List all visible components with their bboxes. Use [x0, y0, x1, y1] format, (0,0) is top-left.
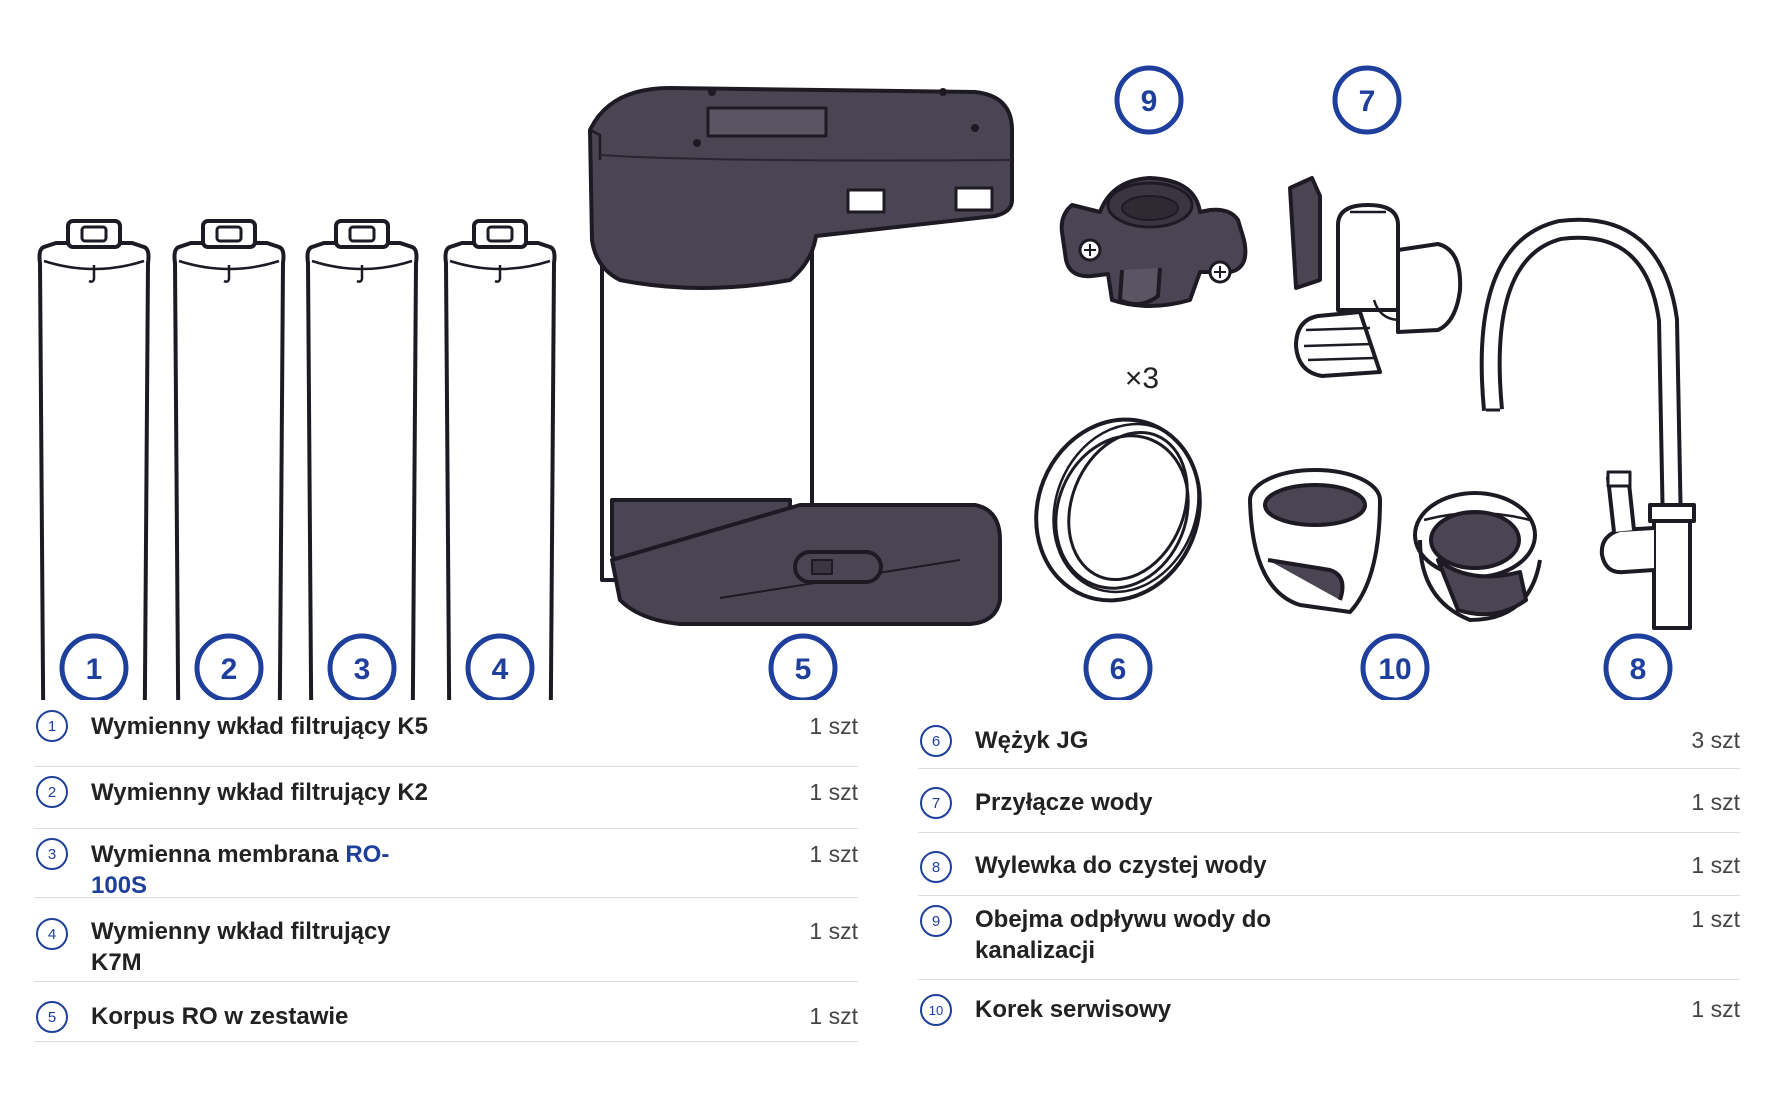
- membrane-model-link[interactable]: RO-100S: [91, 841, 390, 899]
- item-number-badge: 6: [920, 725, 952, 757]
- item-quantity: 3 szt: [1691, 727, 1740, 753]
- item-name: Przyłącze wody: [975, 789, 1153, 816]
- cartridge-k7m-image: [443, 219, 557, 700]
- list-item: 10 Korek serwisowy 1 szt: [918, 980, 1740, 1030]
- item-quantity: 1 szt: [809, 779, 858, 805]
- list-item: 5 Korpus RO w zestawie 1 szt: [34, 982, 858, 1042]
- svg-text:1: 1: [86, 653, 103, 686]
- svg-text:9: 9: [1141, 85, 1158, 118]
- item-quantity: 1 szt: [809, 918, 858, 944]
- svg-text:8: 8: [1630, 653, 1647, 686]
- item-number-badge: 7: [920, 787, 952, 819]
- parts-illustration: 1 2 3 4 5 6 7 8 9 10 ×3: [37, 65, 1696, 700]
- item-quantity: 1 szt: [809, 713, 858, 739]
- parts-list-left: 1 Wymienny wkład filtrujący K5 1 szt 2 W…: [34, 700, 858, 1042]
- item-quantity: 1 szt: [809, 841, 858, 867]
- list-item: 8 Wylewka do czystej wody 1 szt: [918, 833, 1740, 896]
- list-item: 6 Wężyk JG 3 szt: [918, 715, 1740, 769]
- service-plug-image: [1248, 468, 1542, 622]
- membrane-ro100s-image: [305, 219, 419, 700]
- drain-clamp-image: [1059, 176, 1248, 308]
- item-number-badge: 9: [920, 905, 952, 937]
- ro-housing-image: [588, 86, 1014, 626]
- item-quantity: 1 szt: [809, 1003, 858, 1029]
- svg-text:3: 3: [354, 653, 371, 686]
- badge-4: 4: [465, 633, 535, 700]
- list-item: 1 Wymienny wkład filtrujący K5 1 szt: [34, 700, 858, 767]
- item-number-badge: 3: [36, 838, 68, 870]
- jg-tubing-image: [1034, 417, 1202, 603]
- badge-9: 9: [1114, 65, 1184, 135]
- cartridge-k2-image: [172, 219, 286, 700]
- badge-7: 7: [1332, 65, 1402, 135]
- item-name: Wężyk JG: [975, 727, 1089, 754]
- item-quantity: 1 szt: [1691, 852, 1740, 878]
- item-name: Wymienny wkład filtrujący K5: [91, 713, 428, 740]
- badge-2: 2: [194, 633, 264, 700]
- item-quantity: 1 szt: [1691, 996, 1740, 1022]
- item-number-badge: 4: [36, 918, 68, 950]
- item-name: Korpus RO w zestawie: [91, 1003, 349, 1030]
- badge-10: 10: [1360, 633, 1430, 700]
- item-name: Obejma odpływu wody do kanalizacji: [975, 906, 1272, 964]
- svg-text:7: 7: [1359, 85, 1376, 118]
- parts-list-right: 6 Wężyk JG 3 szt 7 Przyłącze wody 1 szt …: [918, 715, 1740, 1030]
- list-item: 2 Wymienny wkład filtrujący K2 1 szt: [34, 767, 858, 829]
- item-name: Korek serwisowy: [975, 996, 1172, 1023]
- item-name: Wylewka do czystej wody: [975, 852, 1267, 879]
- list-item: 7 Przyłącze wody 1 szt: [918, 769, 1740, 833]
- item-quantity: 1 szt: [1691, 906, 1740, 932]
- item-number-badge: 2: [36, 776, 68, 808]
- item-name: Wymienny wkład filtrujący K7M: [91, 918, 391, 976]
- badge-3: 3: [327, 633, 397, 700]
- item-number-badge: 8: [920, 851, 952, 883]
- item-number-badge: 1: [36, 710, 68, 742]
- svg-text:4: 4: [492, 653, 509, 686]
- quantity-multiplier: ×3: [1125, 362, 1159, 395]
- item-number-badge: 10: [920, 994, 952, 1026]
- item-number-badge: 5: [36, 1001, 68, 1033]
- faucet-image: [1479, 217, 1696, 630]
- svg-text:10: 10: [1378, 653, 1411, 686]
- cartridge-k5-image: [37, 219, 151, 700]
- item-name: Wymienny wkład filtrujący K2: [91, 779, 428, 806]
- list-item: 3 Wymienna membrana RO-100S 1 szt: [34, 829, 858, 901]
- svg-text:5: 5: [795, 653, 812, 686]
- badge-5: 5: [768, 633, 838, 700]
- svg-text:2: 2: [221, 653, 238, 686]
- list-item: 4 Wymienny wkład filtrujący K7M 1 szt: [34, 898, 858, 982]
- item-name: Wymienna membrana RO-100S: [91, 839, 431, 901]
- item-quantity: 1 szt: [1691, 789, 1740, 815]
- list-item: 9 Obejma odpływu wody do kanalizacji 1 s…: [918, 896, 1740, 980]
- badge-8: 8: [1603, 633, 1673, 700]
- badge-1: 1: [59, 633, 129, 700]
- item-name-text: Wymienna membrana: [91, 841, 346, 868]
- badge-6: 6: [1083, 633, 1153, 700]
- water-connector-image: [1288, 176, 1463, 378]
- svg-text:6: 6: [1110, 653, 1127, 686]
